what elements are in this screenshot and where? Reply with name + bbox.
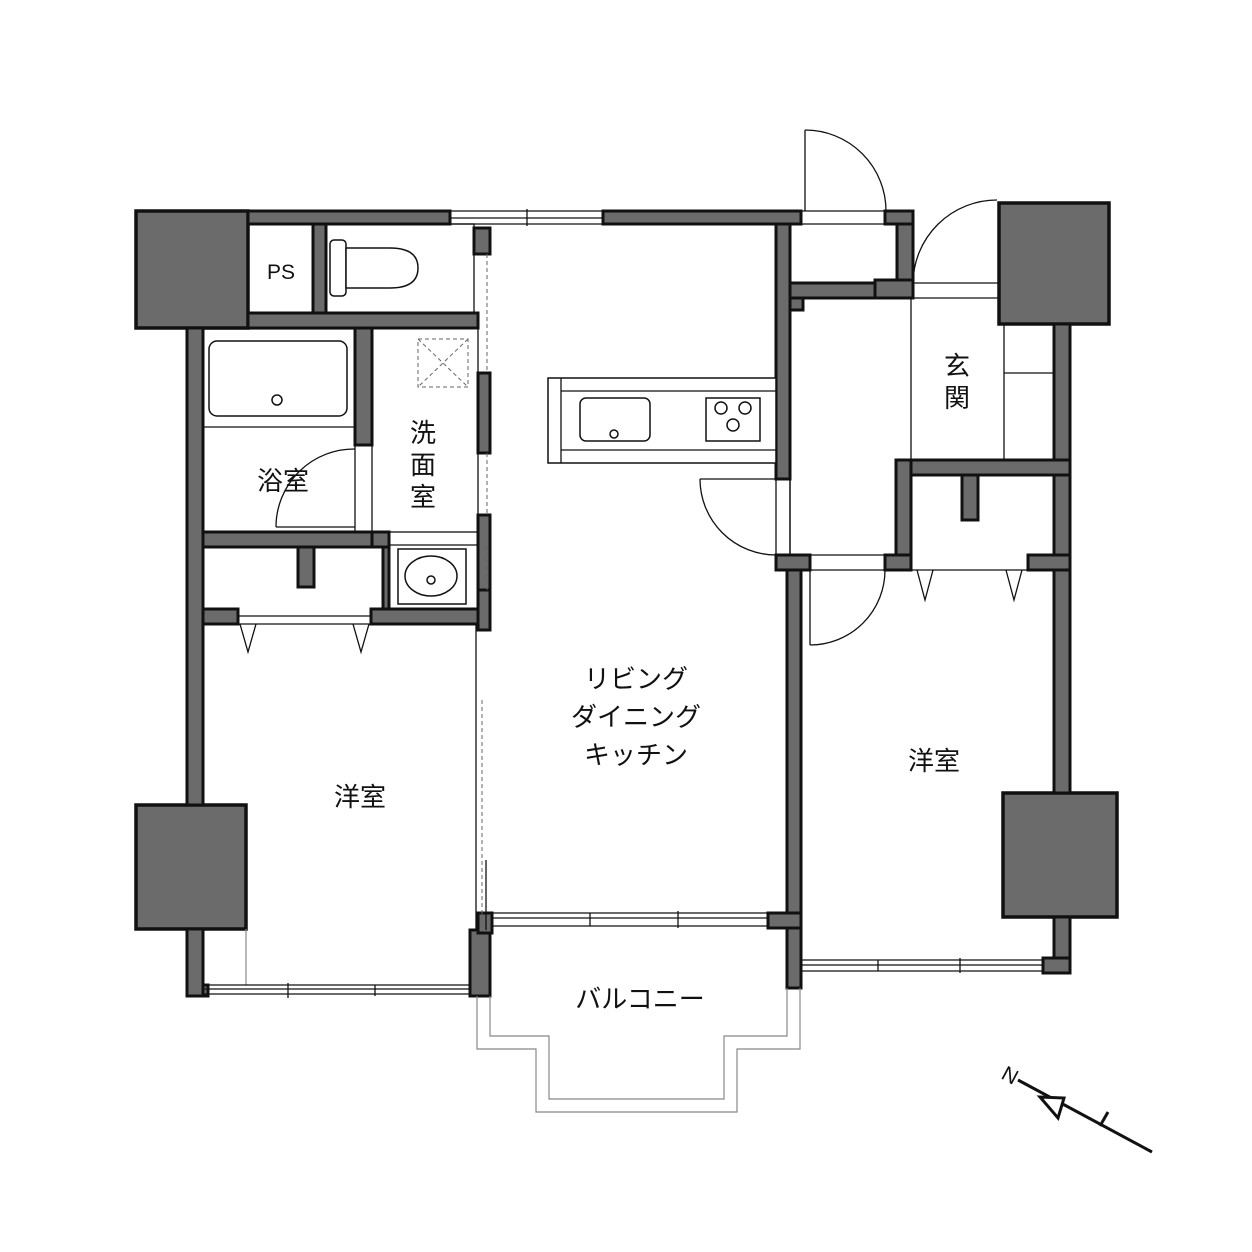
interior-lines [202, 209, 1054, 986]
room-label-balcony: バルコニー [575, 985, 704, 1015]
room-label-western-right: 洋室 [908, 747, 960, 777]
room-label-ps: PS [267, 261, 295, 284]
stove-icon [705, 397, 761, 442]
room-label-ldk-line3: キッチン [584, 741, 688, 771]
toilet-icon [329, 239, 419, 297]
fixtures [208, 239, 777, 605]
column-mid-left [134, 803, 248, 931]
column-top-left [134, 209, 250, 330]
column-top-right [997, 201, 1111, 326]
room-label-bath: 浴室 [257, 467, 309, 497]
bathtub-icon [208, 340, 348, 417]
room-label-entrance: 玄関 [944, 352, 970, 414]
room-label-western-left: 洋室 [334, 783, 386, 813]
room-label-ldk-line1: リビング [584, 665, 688, 695]
wash-basin-icon [397, 548, 467, 605]
door-swings [239, 129, 1023, 655]
balcony [476, 988, 801, 1113]
room-label-washroom: 洗面室 [410, 419, 436, 513]
washing-machine-pan-icon [417, 338, 469, 388]
kitchen-sink-icon [579, 397, 651, 442]
room-label-ldk-line2: ダイニング [571, 703, 701, 733]
walls [185, 209, 1072, 998]
north-arrow-icon: N [998, 1062, 1153, 1154]
north-label: N [998, 1062, 1022, 1089]
column-mid-right [1001, 791, 1119, 919]
windows [203, 911, 1043, 998]
